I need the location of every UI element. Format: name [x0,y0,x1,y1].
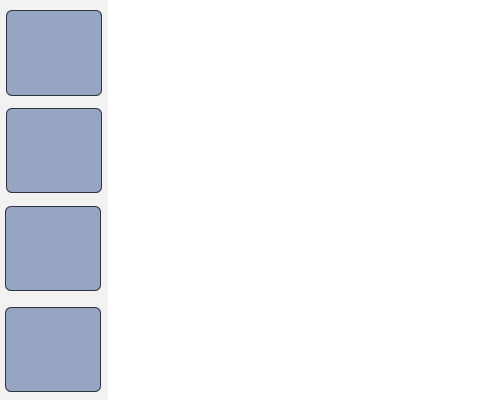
sidebar-panel [0,0,108,400]
sidebar-tile-1[interactable] [6,10,102,96]
sidebar-tile-2[interactable] [6,108,102,193]
main-canvas [108,0,500,400]
sidebar-tile-4[interactable] [5,307,101,392]
sidebar-tile-3[interactable] [5,206,101,291]
